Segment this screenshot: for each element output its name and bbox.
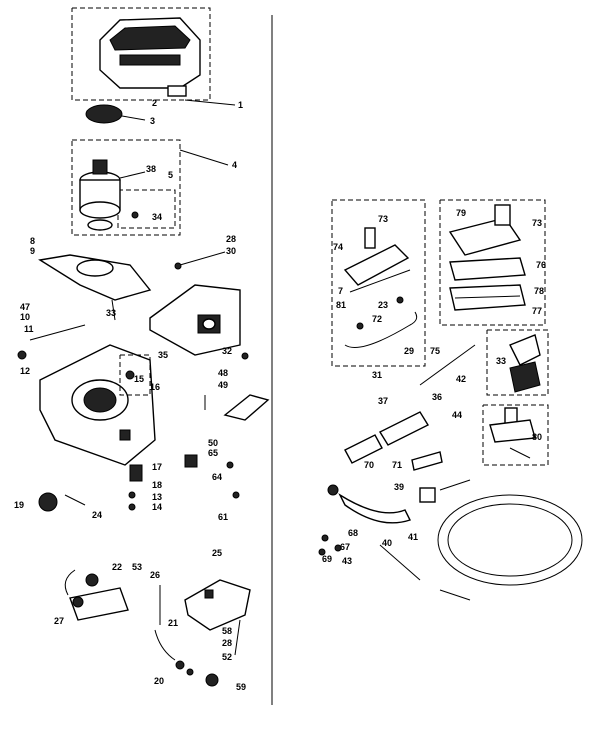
part-crevice-tool [419,344,476,386]
part-number-label: 34 [152,212,162,222]
part-number-label: 47 [20,302,30,312]
part-number-label: 49 [218,380,228,390]
part-number-label: 20 [154,676,164,686]
part-number-label: 76 [536,260,546,270]
dashed-group-box [71,139,181,236]
part-number-label: 32 [222,346,232,356]
part-number-label: 41 [408,532,418,542]
part-motor [79,159,121,231]
part-number-label: 64 [212,472,222,482]
part-labels: 1234385348928304710113335121516324849171… [14,98,546,692]
part-number-label: 73 [532,218,542,228]
part-number-label: 15 [134,374,144,384]
part-canister-body [39,344,156,466]
part-number-label: 37 [378,396,388,406]
part-number-label: 42 [456,374,466,384]
part-number-label: 10 [20,312,30,322]
part-number-label: 23 [378,300,388,310]
part-dust-bag [149,284,241,356]
part-number-label: 31 [372,370,382,380]
part-filter [85,104,146,124]
part-bracket-plate [69,587,129,621]
part-number-label: 27 [54,616,64,626]
part-number-label: 65 [208,448,218,458]
part-extension-wands [344,411,429,464]
part-number-label: 35 [158,350,168,360]
part-number-label: 1 [238,100,243,110]
part-number-label: 19 [14,500,24,510]
part-hose [338,479,583,601]
part-number-label: 68 [348,528,358,538]
part-number-label: 4 [232,160,237,170]
part-number-label: 43 [342,556,352,566]
part-number-label: 26 [150,570,160,580]
part-gasket [38,254,152,301]
part-number-label: 44 [452,410,462,420]
part-upholstery-tool [489,407,536,459]
part-number-label: 36 [432,392,442,402]
part-number-label: 13 [152,492,162,502]
part-floor-brush [343,227,418,348]
part-number-label: 80 [532,432,542,442]
part-rug-nozzle [448,204,526,311]
part-number-label: 12 [20,366,30,376]
part-number-label: 53 [132,562,142,572]
part-number-label: 75 [430,346,440,356]
part-number-label: 28 [222,638,232,648]
part-number-label: 79 [456,208,466,218]
dashed-group-box [439,199,546,326]
part-number-label: 28 [226,234,236,244]
part-switch-plate [184,579,251,631]
part-number-label: 39 [394,482,404,492]
part-dusting-brush [509,334,541,393]
part-lid [99,17,201,97]
part-number-label: 24 [92,510,102,520]
part-number-label: 70 [364,460,374,470]
part-number-label: 7 [338,286,343,296]
dashed-group-box [331,199,426,367]
part-number-label: 72 [372,314,382,324]
part-number-label: 52 [222,652,232,662]
part-number-label: 14 [152,502,162,512]
part-number-label: 17 [152,462,162,472]
part-number-label: 48 [218,368,228,378]
part-number-label: 33 [496,356,506,366]
part-number-label: 77 [532,306,542,316]
part-number-label: 22 [112,562,122,572]
part-number-label: 50 [208,438,218,448]
part-latch [223,394,270,421]
part-number-label: 29 [404,346,414,356]
part-number-label: 9 [30,246,35,256]
part-number-label: 11 [24,324,34,334]
part-number-label: 59 [236,682,246,692]
part-number-label: 3 [150,116,155,126]
part-number-label: 30 [226,246,236,256]
part-number-label: 73 [378,214,388,224]
part-number-label: 58 [222,626,232,636]
part-number-label: 5 [168,170,173,180]
part-number-label: 67 [340,542,350,552]
part-number-label: 71 [392,460,402,470]
part-number-label: 2 [152,98,157,108]
part-number-label: 8 [30,236,35,246]
part-number-label: 74 [333,242,343,252]
part-number-label: 38 [146,164,156,174]
part-number-label: 25 [212,548,222,558]
part-number-label: 69 [322,554,332,564]
part-number-label: 40 [382,538,392,548]
part-number-label: 78 [534,286,544,296]
part-number-label: 33 [106,308,116,318]
part-wheel [38,492,58,512]
part-number-label: 61 [218,512,228,522]
part-number-label: 81 [336,300,346,310]
part-number-label: 18 [152,480,162,490]
part-number-label: 16 [150,382,160,392]
dashed-group-box [71,7,211,101]
part-number-label: 21 [168,618,178,628]
